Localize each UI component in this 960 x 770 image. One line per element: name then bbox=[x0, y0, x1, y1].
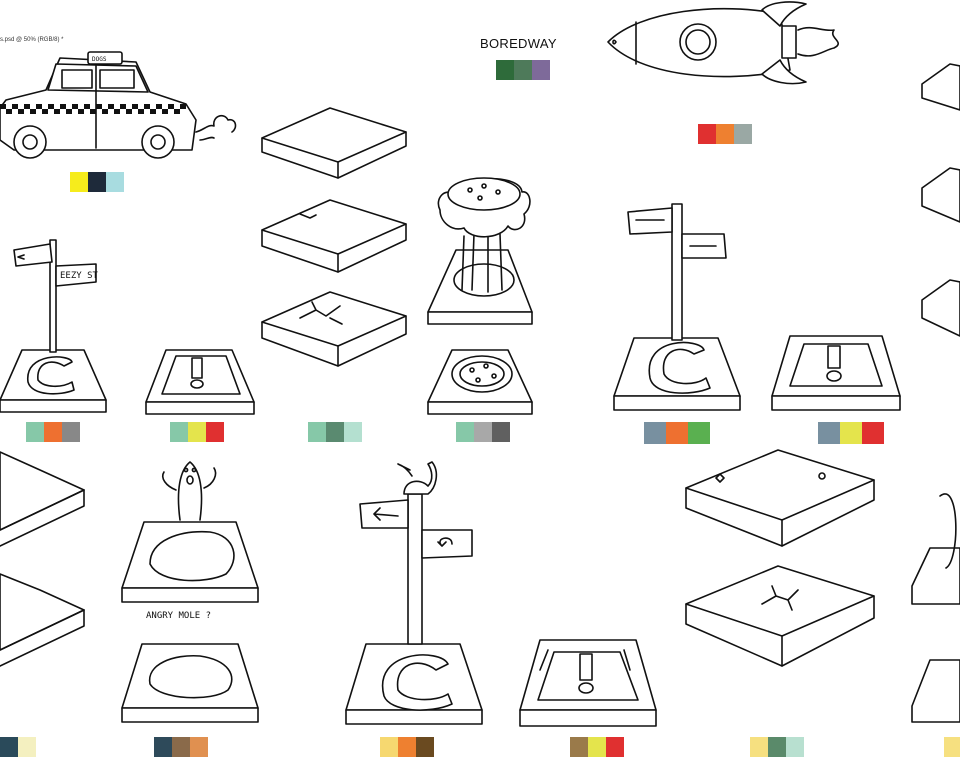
color-swatch bbox=[70, 172, 88, 192]
color-swatch bbox=[456, 422, 474, 442]
manhole-tile bbox=[428, 350, 532, 414]
taxi-palette bbox=[70, 172, 124, 192]
boredway-title: BOREDWAY bbox=[480, 36, 557, 51]
color-swatch bbox=[190, 737, 208, 757]
rocket-palette bbox=[698, 124, 752, 144]
slab-palette bbox=[308, 422, 362, 442]
wood-alert-palette bbox=[570, 737, 624, 757]
color-swatch bbox=[474, 422, 492, 442]
color-swatch bbox=[398, 737, 416, 757]
color-swatch bbox=[170, 422, 188, 442]
color-swatch bbox=[734, 124, 752, 144]
color-swatch bbox=[588, 737, 606, 757]
sand-slab bbox=[686, 450, 874, 546]
color-swatch bbox=[88, 172, 106, 192]
stone-slab-1 bbox=[262, 108, 406, 178]
color-swatch bbox=[492, 422, 510, 442]
color-swatch bbox=[716, 124, 734, 144]
bird-sign-palette bbox=[380, 737, 434, 757]
manhole-eruption-tile bbox=[428, 178, 532, 324]
color-swatch bbox=[106, 172, 124, 192]
color-swatch bbox=[0, 737, 18, 757]
street-sign-text: EEZY ST bbox=[60, 271, 99, 281]
alert-tile-palette bbox=[170, 422, 224, 442]
color-swatch bbox=[750, 737, 768, 757]
dirt-mound-tile bbox=[122, 644, 258, 722]
color-swatch bbox=[768, 737, 786, 757]
color-swatch bbox=[606, 737, 624, 757]
alert-tile-large bbox=[772, 336, 900, 410]
sign-tile-large-palette bbox=[644, 422, 710, 444]
color-swatch bbox=[154, 737, 172, 757]
color-swatch bbox=[688, 422, 710, 444]
stone-slab-2 bbox=[262, 200, 406, 272]
color-swatch bbox=[380, 737, 398, 757]
manhole-palette bbox=[456, 422, 510, 442]
color-swatch bbox=[840, 422, 862, 444]
document-tab-label: s.psd @ 50% (RGB/8) * bbox=[0, 37, 64, 43]
color-swatch bbox=[514, 60, 532, 80]
right-edge-palette bbox=[944, 737, 960, 757]
color-swatch bbox=[18, 737, 36, 757]
taxi-illustration bbox=[0, 52, 235, 158]
edge-slabs-right bbox=[912, 64, 960, 722]
street-sign-tile bbox=[0, 240, 106, 412]
color-swatch bbox=[44, 422, 62, 442]
color-swatch bbox=[62, 422, 80, 442]
color-swatch bbox=[344, 422, 362, 442]
palette-swatches bbox=[0, 60, 960, 757]
color-swatch bbox=[172, 737, 190, 757]
sign-tile-palette bbox=[26, 422, 80, 442]
color-swatch bbox=[308, 422, 326, 442]
color-swatch bbox=[416, 737, 434, 757]
angry-mole-tile bbox=[122, 462, 258, 602]
color-swatch bbox=[818, 422, 840, 444]
color-swatch bbox=[944, 737, 960, 757]
color-swatch bbox=[206, 422, 224, 442]
edge-slabs-left bbox=[0, 452, 84, 666]
color-swatch bbox=[570, 737, 588, 757]
alert-tile bbox=[146, 350, 254, 414]
color-swatch bbox=[666, 422, 688, 444]
color-swatch bbox=[532, 60, 550, 80]
color-swatch bbox=[698, 124, 716, 144]
color-swatch bbox=[862, 422, 884, 444]
bird-sign-tile bbox=[346, 462, 482, 724]
angry-mole-caption: ANGRY MOLE ? bbox=[146, 611, 211, 621]
sand-palette bbox=[750, 737, 804, 757]
left-edge-palette bbox=[0, 737, 36, 757]
color-swatch bbox=[188, 422, 206, 442]
taxi-sign-text: DOGS bbox=[92, 56, 107, 63]
cracked-sand-slab bbox=[686, 566, 874, 666]
boredway-palette bbox=[496, 60, 550, 80]
rocket-illustration bbox=[608, 2, 838, 84]
wood-alert-tile bbox=[520, 640, 656, 726]
alert-tile-large-palette bbox=[818, 422, 884, 444]
color-swatch bbox=[786, 737, 804, 757]
street-sign-tile-large bbox=[614, 204, 740, 410]
mole-palette bbox=[154, 737, 208, 757]
color-swatch bbox=[496, 60, 514, 80]
cracked-slab bbox=[262, 292, 406, 366]
color-swatch bbox=[644, 422, 666, 444]
color-swatch bbox=[26, 422, 44, 442]
color-swatch bbox=[326, 422, 344, 442]
